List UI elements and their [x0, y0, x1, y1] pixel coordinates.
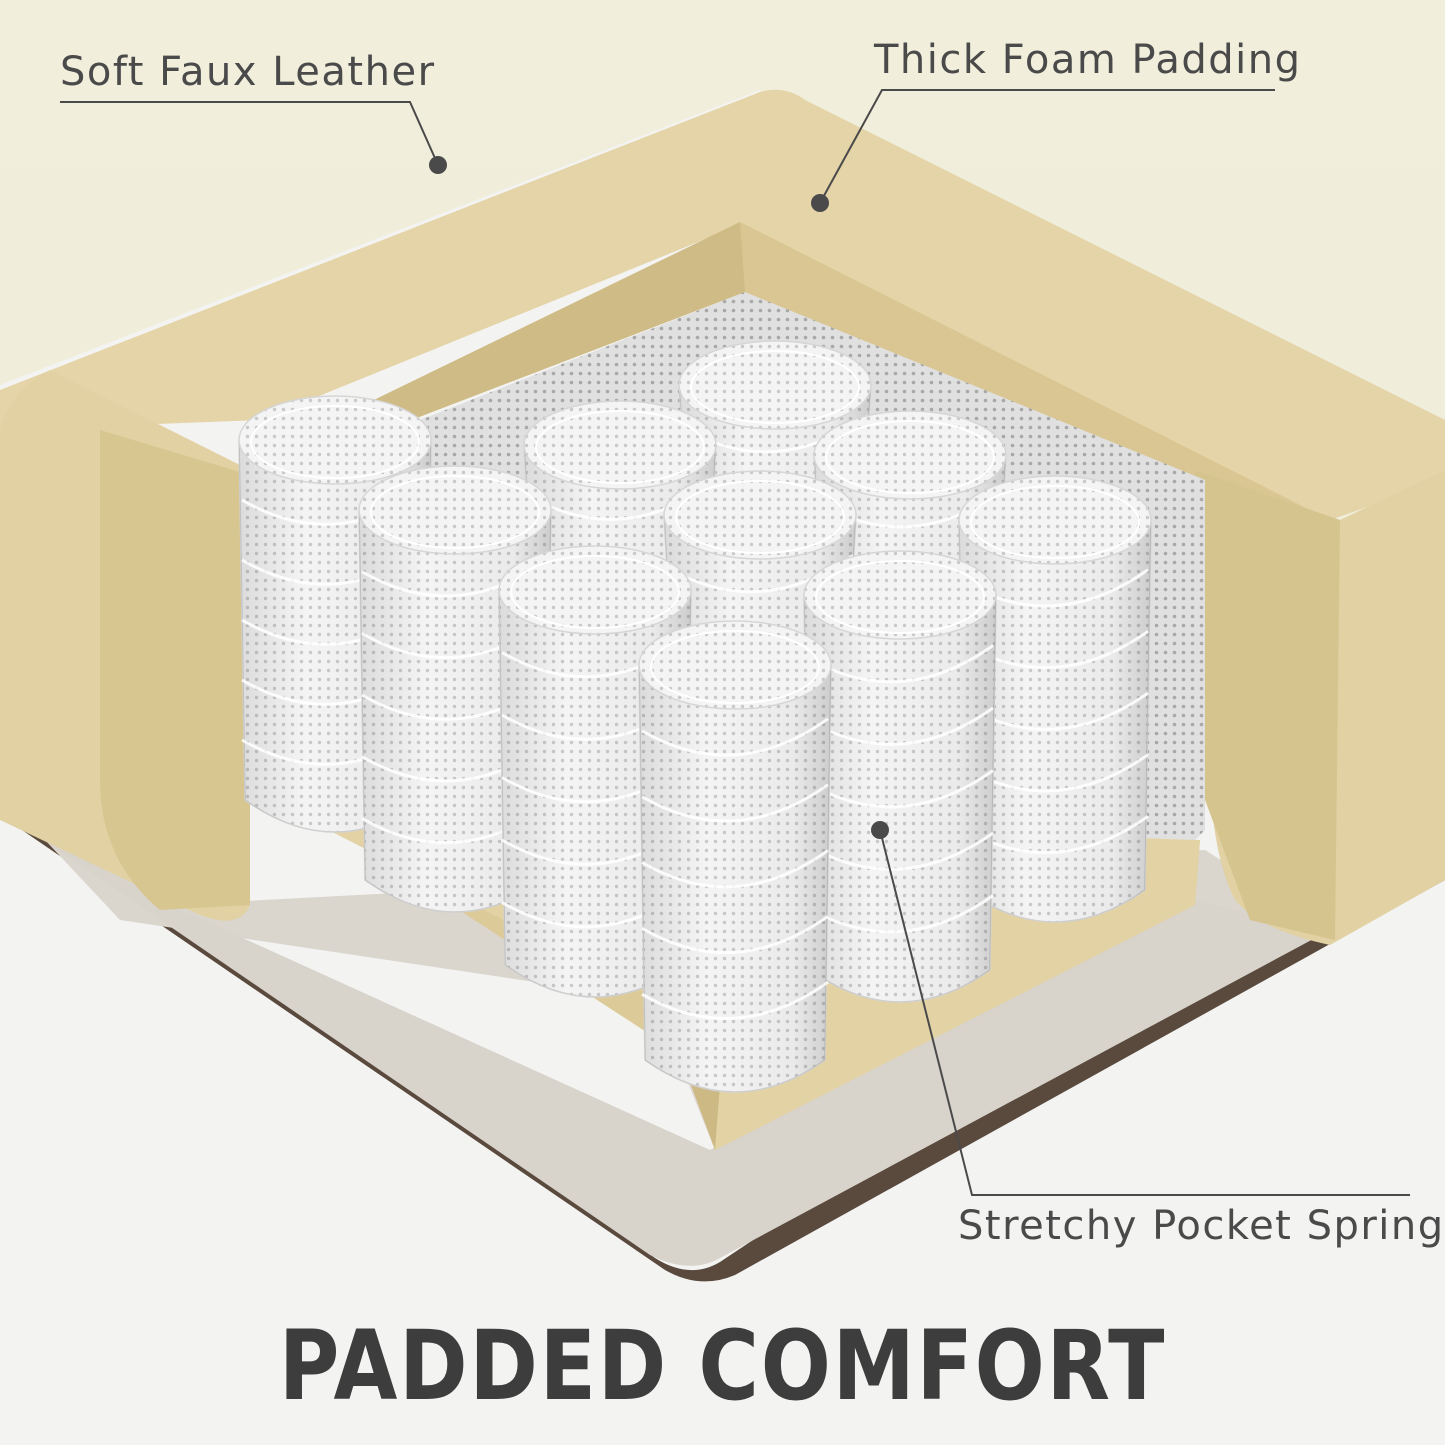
- leader-foam: [819, 89, 1275, 204]
- pocket-spring: [638, 620, 832, 1093]
- pocket-spring: [958, 475, 1152, 923]
- pocket-spring: [803, 550, 997, 1003]
- headline: PADDED COMFORT: [278, 1310, 1167, 1422]
- callout-label-leather: Soft Faux Leather: [60, 49, 436, 95]
- leather-surface: [0, 0, 1445, 930]
- callout-label-foam: Thick Foam Padding: [874, 37, 1302, 83]
- dot-leather: [429, 156, 447, 174]
- foam-top: [0, 89, 1445, 520]
- callout-lines: [60, 89, 1410, 1196]
- pocket-spring: [813, 410, 1007, 583]
- leader-spring: [879, 829, 1410, 1196]
- dot-foam: [811, 194, 829, 212]
- callout-dots: [429, 156, 889, 839]
- callout-label-spring: Stretchy Pocket Spring: [958, 1203, 1445, 1249]
- base-fabric: [0, 780, 1445, 1282]
- leader-leather: [60, 101, 439, 166]
- dot-spring: [871, 821, 889, 839]
